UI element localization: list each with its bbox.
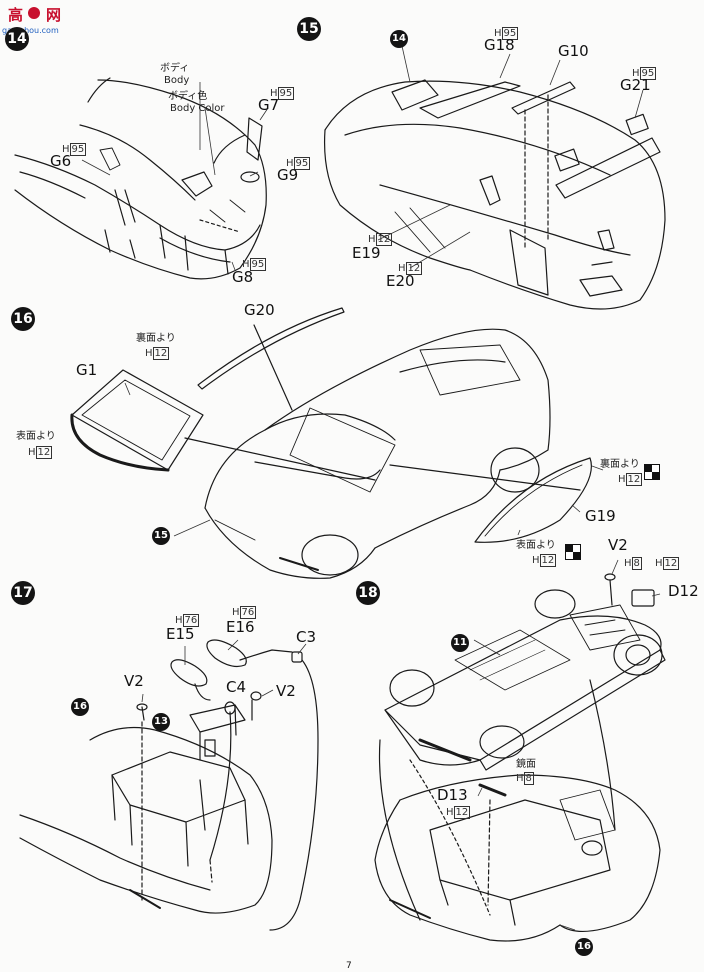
g19-outside-label: 表面より [516, 540, 556, 551]
g1-outside-label: 表面より [16, 431, 56, 442]
g19-inside-label: 裏面より [600, 459, 640, 470]
watermark-char-2: 网 [46, 6, 62, 24]
part-g20: G20 [244, 301, 275, 319]
part-c3: C3 [296, 628, 317, 646]
part-d13: D13 [437, 786, 468, 804]
part-e19: E19 [352, 244, 381, 262]
part-g1: G1 [76, 361, 98, 379]
mirror-label: 鏡面 [516, 759, 536, 770]
part-v2-right: V2 [276, 682, 296, 700]
step-18-badge: 18 [356, 581, 380, 605]
mask-checker-icon [565, 544, 581, 560]
body-color-label-jp: ボディ色 [168, 91, 208, 102]
body-label-en: Body [164, 75, 190, 86]
part-g7: G7 [258, 96, 280, 114]
part-v2: V2 [608, 536, 628, 554]
part-g9: G9 [277, 166, 299, 184]
part-v2-left: V2 [124, 672, 144, 690]
mask-checker-icon [644, 464, 660, 480]
ref-step-16: 16 [575, 938, 593, 956]
step18-chassis [374, 573, 666, 942]
g1-inside-label: 裏面より [136, 333, 176, 344]
part-g8: G8 [232, 268, 254, 286]
step16-car [70, 307, 592, 579]
part-e16: E16 [226, 618, 255, 636]
ref-step-11: 11 [451, 634, 469, 652]
page-number: 7 [346, 961, 352, 971]
step14-front-body [14, 77, 267, 280]
watermark-logo: 高 网 gao-shou.com [2, 4, 74, 42]
step17-front-chassis [19, 639, 319, 931]
step-16-badge: 16 [11, 307, 35, 331]
ref-step-14: 14 [390, 30, 408, 48]
step-17-badge: 17 [11, 581, 35, 605]
part-g21: G21 [620, 76, 651, 94]
part-e20: E20 [386, 272, 415, 290]
part-d12: D12 [668, 582, 699, 600]
part-g18: G18 [484, 36, 515, 54]
part-g10: G10 [558, 42, 589, 60]
part-e15: E15 [166, 625, 195, 643]
watermark-char-1: 高 [8, 6, 24, 24]
step-15-badge: 15 [297, 17, 321, 41]
part-c4: C4 [226, 678, 247, 696]
ref-step-16: 16 [71, 698, 89, 716]
step15-rear-body [323, 79, 666, 310]
body-color-label-en: Body Color [170, 103, 225, 114]
step-14-badge: 14 [5, 27, 29, 51]
body-label-jp: ボディ [160, 63, 190, 74]
part-g6: G6 [50, 152, 72, 170]
ref-step-13: 13 [152, 713, 170, 731]
watermark-url: gao-shou.com [2, 26, 59, 35]
watermark-emblem-icon [28, 7, 40, 19]
part-g19: G19 [585, 507, 616, 525]
ref-step-15: 15 [152, 527, 170, 545]
